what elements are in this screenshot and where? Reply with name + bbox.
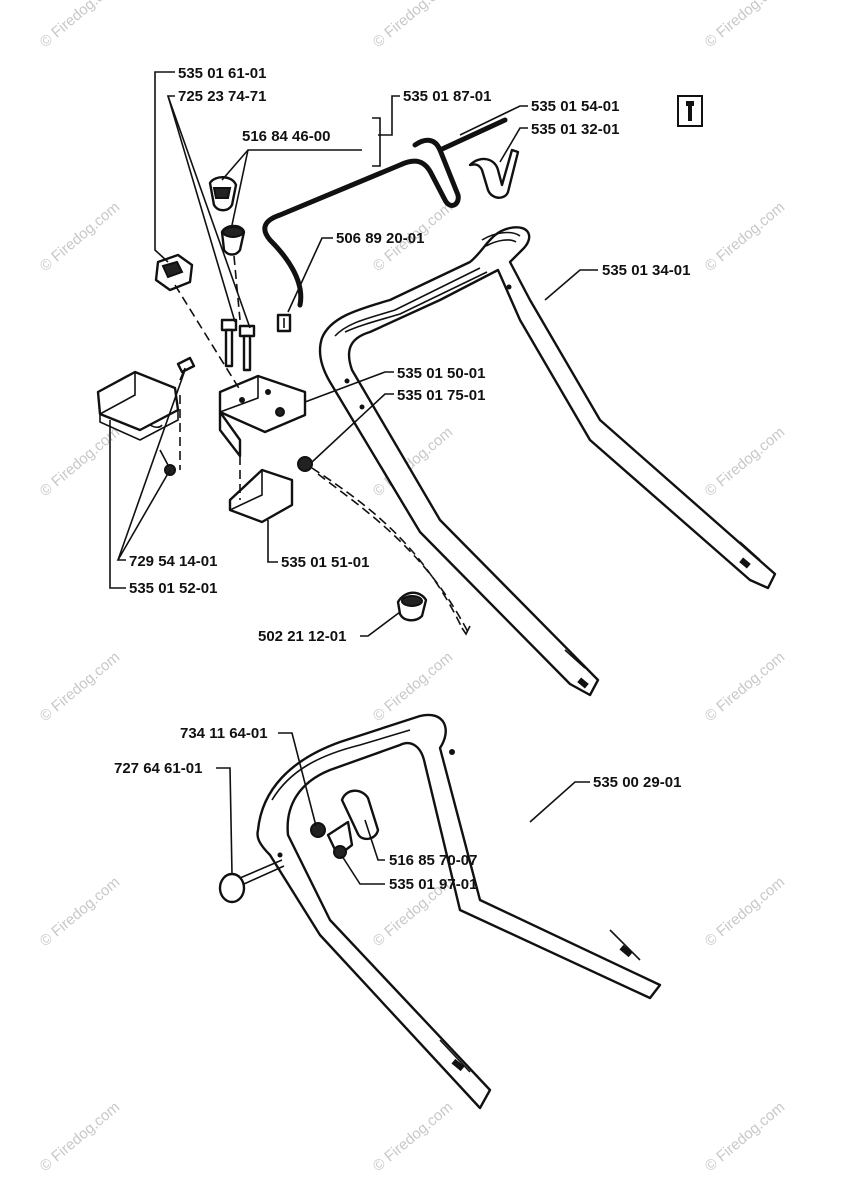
clip [468,148,520,199]
watermark: © Firedog.com [702,1099,788,1175]
label-535-01-34-01: 535 01 34-01 [602,262,690,279]
cover [96,370,180,441]
bolts [220,318,256,372]
watermark: © Firedog.com [702,0,788,51]
watermark: © Firedog.com [702,199,788,275]
screw-knob [218,859,285,904]
label-734-11-64-01: 734 11 64-01 [180,725,268,742]
watermark: © Firedog.com [370,0,456,51]
watermark: © Firedog.com [702,424,788,500]
label-725-23-74-71: 725 23 74-71 [178,88,266,105]
label-535-01-32-01: 535 01 32-01 [531,121,619,138]
knob [208,176,246,256]
watermark: © Firedog.com [37,199,123,275]
label-535-01-75-01: 535 01 75-01 [397,387,485,404]
label-535-01-51-01: 535 01 51-01 [281,554,369,571]
label-516-85-70-07: 516 85 70-07 [389,852,477,869]
label-516-84-46-00: 516 84 46-00 [242,128,330,145]
watermark: © Firedog.com [370,649,456,725]
label-535-01-50-01: 535 01 50-01 [397,365,485,382]
assembly-lines [174,255,471,636]
cable [262,117,508,308]
label-727-64-61-01: 727 64 61-01 [114,760,202,777]
label-535-00-29-01: 535 00 29-01 [593,774,681,791]
watermark: © Firedog.com [37,874,123,950]
nut [297,456,313,472]
cable-fasteners [276,313,292,333]
label-729-54-14-01: 729 54 14-01 [129,553,217,570]
bracket [218,374,307,458]
watermark: © Firedog.com [37,649,123,725]
label-535-01-52-01: 535 01 52-01 [129,580,217,597]
wrench-icon [677,95,703,127]
label-535-01-61-01: 535 01 61-01 [178,65,266,82]
upper-handle [318,226,777,697]
label-535-01-87-01: 535 01 87-01 [403,88,491,105]
part-labels: 535 01 61-01 725 23 74-71 535 01 87-01 5… [114,65,690,893]
lever [310,789,380,859]
grommet [396,591,428,622]
watermark: © Firedog.com [702,649,788,725]
watermark: © Firedog.com [37,1099,123,1175]
small-clamp [154,253,194,292]
watermark: © Firedog.com [370,1099,456,1175]
label-535-01-97-01: 535 01 97-01 [389,876,477,893]
watermark: © Firedog.com [37,0,123,51]
label-535-01-54-01: 535 01 54-01 [531,98,619,115]
label-506-89-20-01: 506 89 20-01 [336,230,424,247]
bottom-plate [228,468,294,524]
watermark: © Firedog.com [702,874,788,950]
label-502-21-12-01: 502 21 12-01 [258,628,346,645]
leader-lines [109,71,598,885]
lower-handle [256,713,662,1110]
